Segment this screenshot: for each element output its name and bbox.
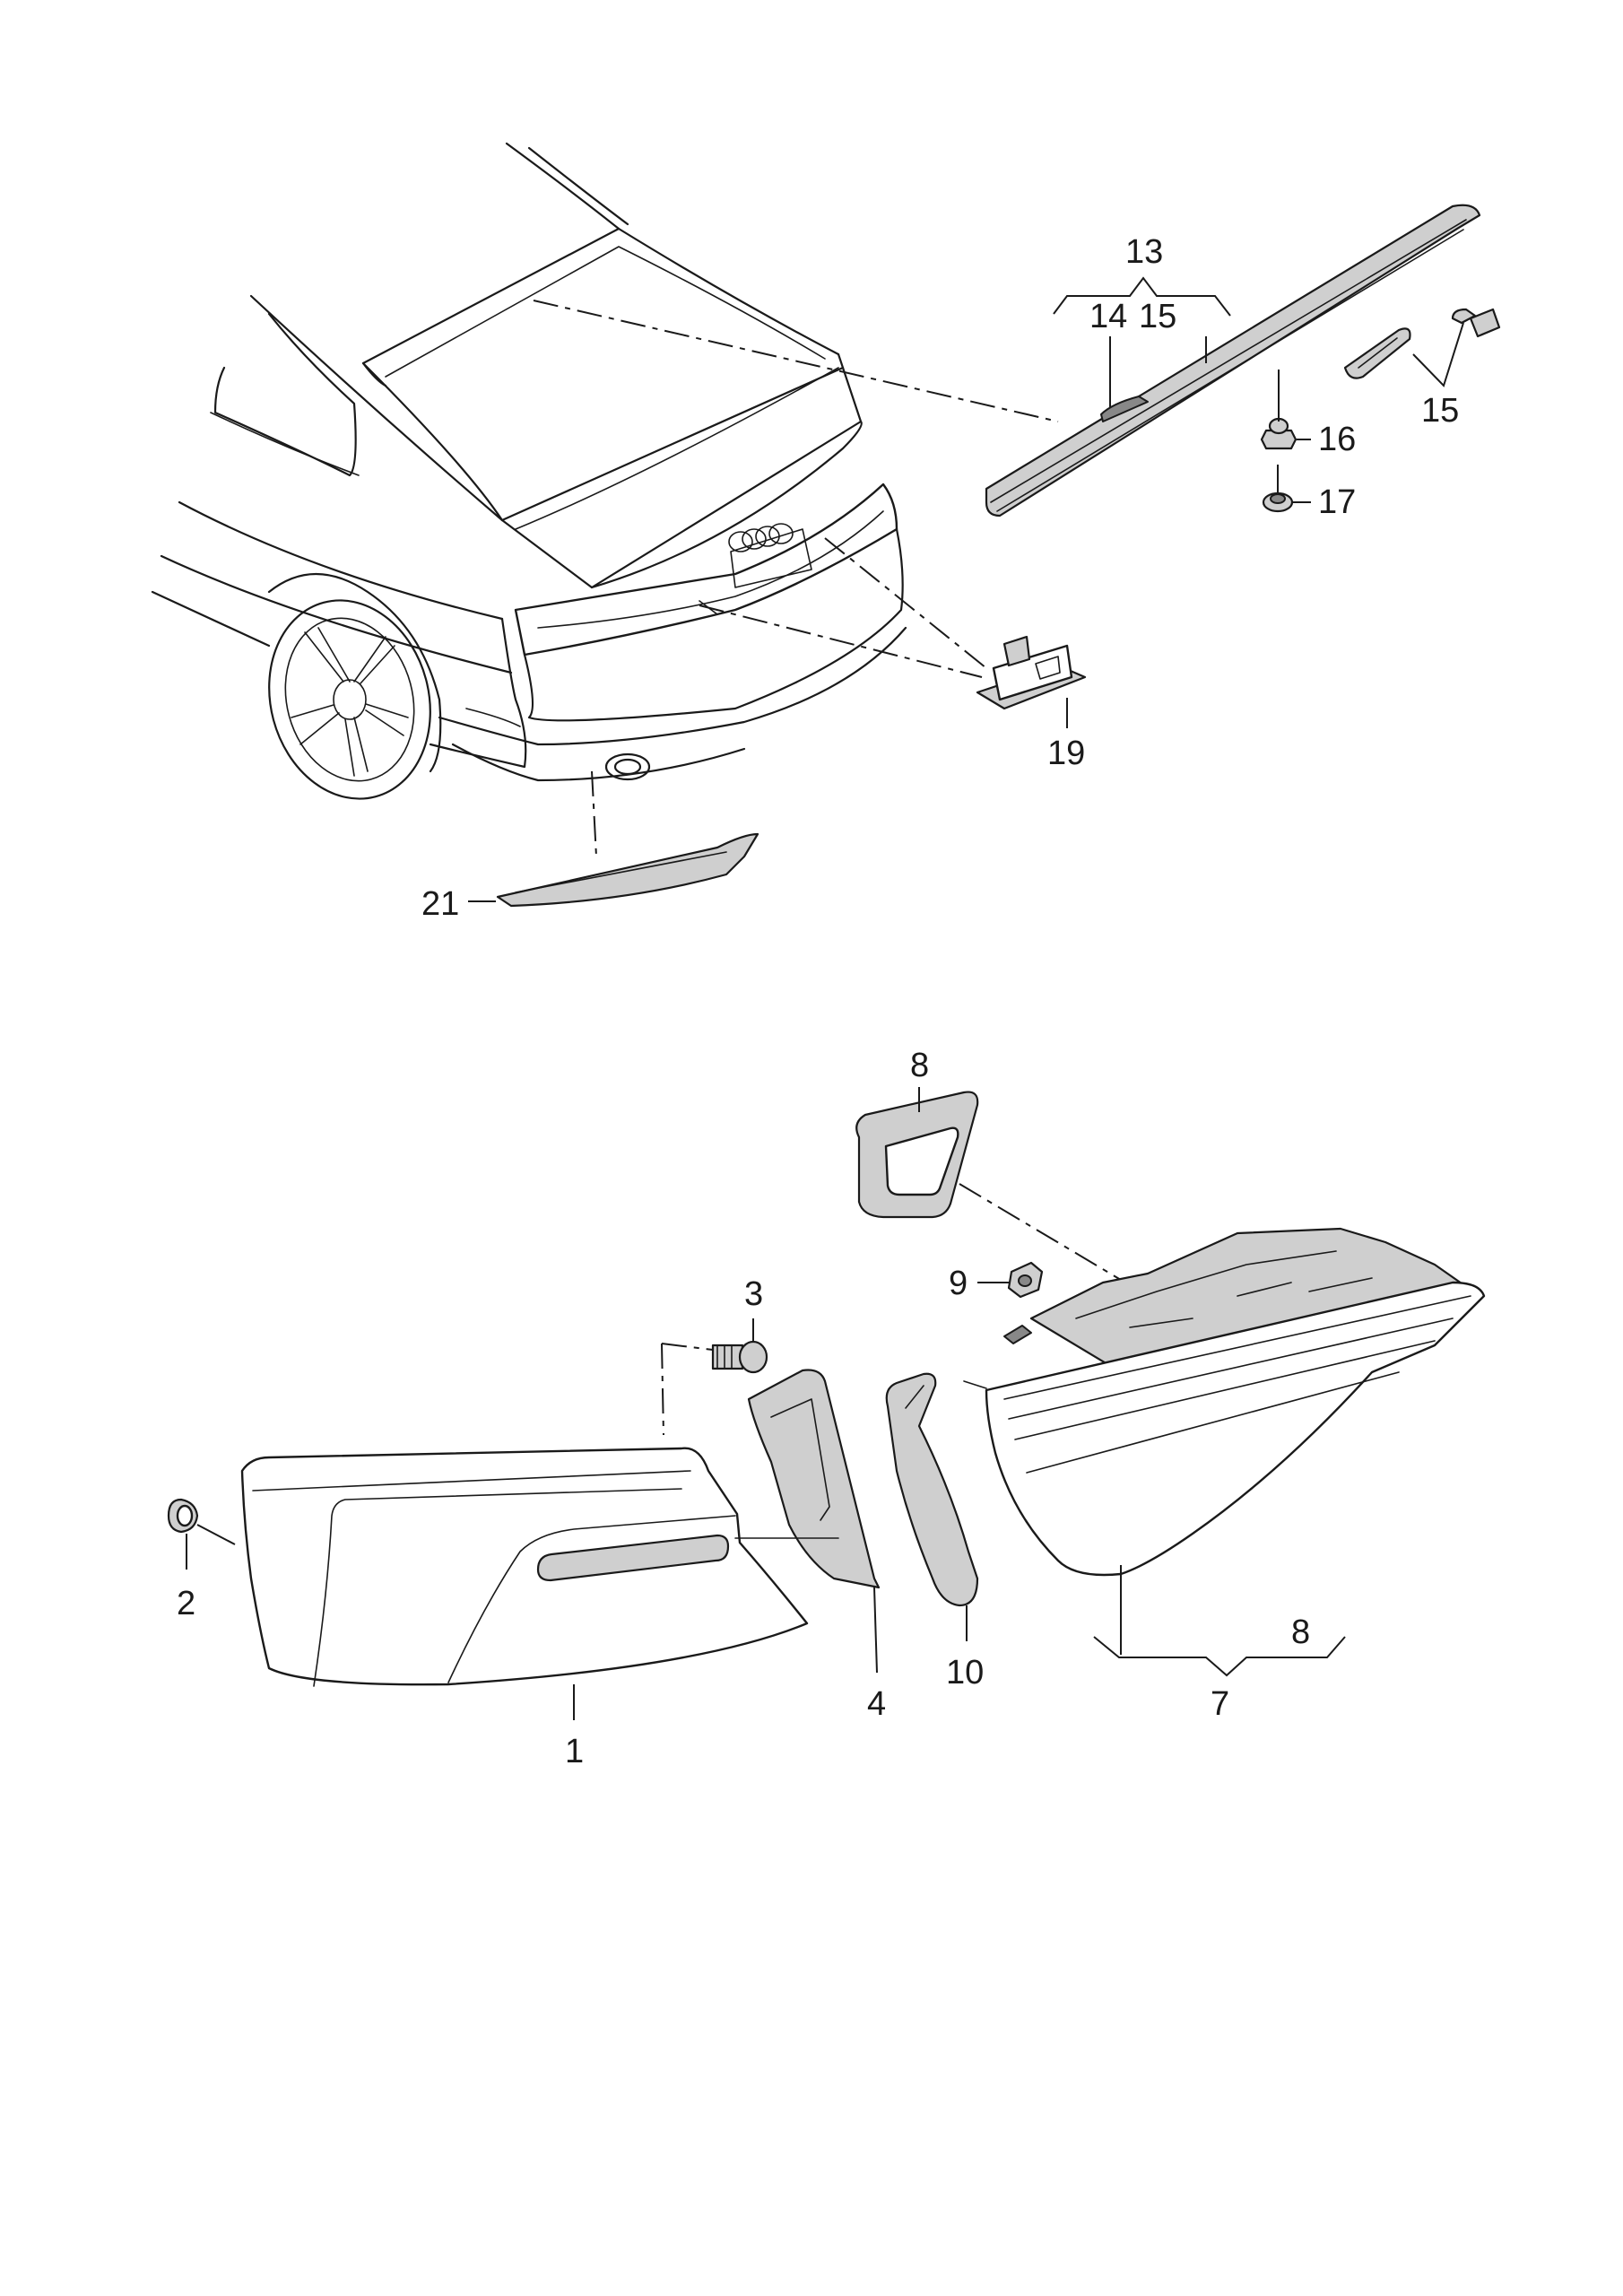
callout-2: 2 [177,1585,195,1622]
leader-16 [1278,370,1311,440]
callout-3: 3 [744,1275,763,1313]
leader-dashed-lamp-b [824,537,987,669]
gasket-frame-part [855,1091,979,1219]
brand-rings-icon [728,523,794,552]
callout-21: 21 [421,885,459,923]
leader-dashed-gasket [959,1183,1126,1283]
leader-7 [1093,1565,1346,1677]
outer-tail-light-part [240,1447,839,1687]
callout-9: 9 [949,1265,968,1302]
inner-tail-light-part [963,1227,1486,1577]
car-rear-illustration [151,142,907,800]
callout-10: 10 [946,1654,984,1692]
leader-dashed-lamp [661,1343,664,1436]
callout-13: 13 [1125,233,1163,271]
leader-dashed-screw [661,1343,714,1351]
leader-15-right [1412,322,1464,387]
leader-dashed-lamp-a [699,604,983,678]
leader-dashed-reflector [591,770,597,857]
callout-7: 7 [1211,1685,1229,1723]
callout-1: 1 [565,1733,584,1770]
reflector-strip-part [496,832,759,908]
leader-4 [873,1587,878,1674]
nut-9-part [1007,1261,1044,1299]
screw-part [711,1340,768,1374]
outer-seal-part [747,1369,881,1589]
callout-4: 4 [867,1685,886,1723]
nut-16-part [1260,417,1298,450]
callout-19: 19 [1047,735,1085,772]
leader-2 [186,1524,236,1570]
callout-8-right: 8 [1291,1613,1310,1651]
callout-17: 17 [1318,483,1356,521]
wheel-icon [267,572,442,800]
clip-part [1451,308,1501,338]
nut-17-part [1262,491,1294,513]
callout-15-left: 15 [1139,298,1176,335]
leader-dashed-roof [533,300,1059,422]
callout-16: 16 [1318,421,1356,458]
gasket-part [1343,327,1411,379]
clip-2-part [167,1498,199,1534]
callout-14: 14 [1089,298,1127,335]
leader-13 [1053,276,1231,317]
inner-seal-part [885,1372,979,1607]
callout-8-top: 8 [910,1047,929,1084]
brake-light-strip [985,204,1481,517]
callout-15-right: 15 [1421,392,1459,430]
leader-17 [1277,465,1311,503]
license-lamp-part [976,635,1087,710]
